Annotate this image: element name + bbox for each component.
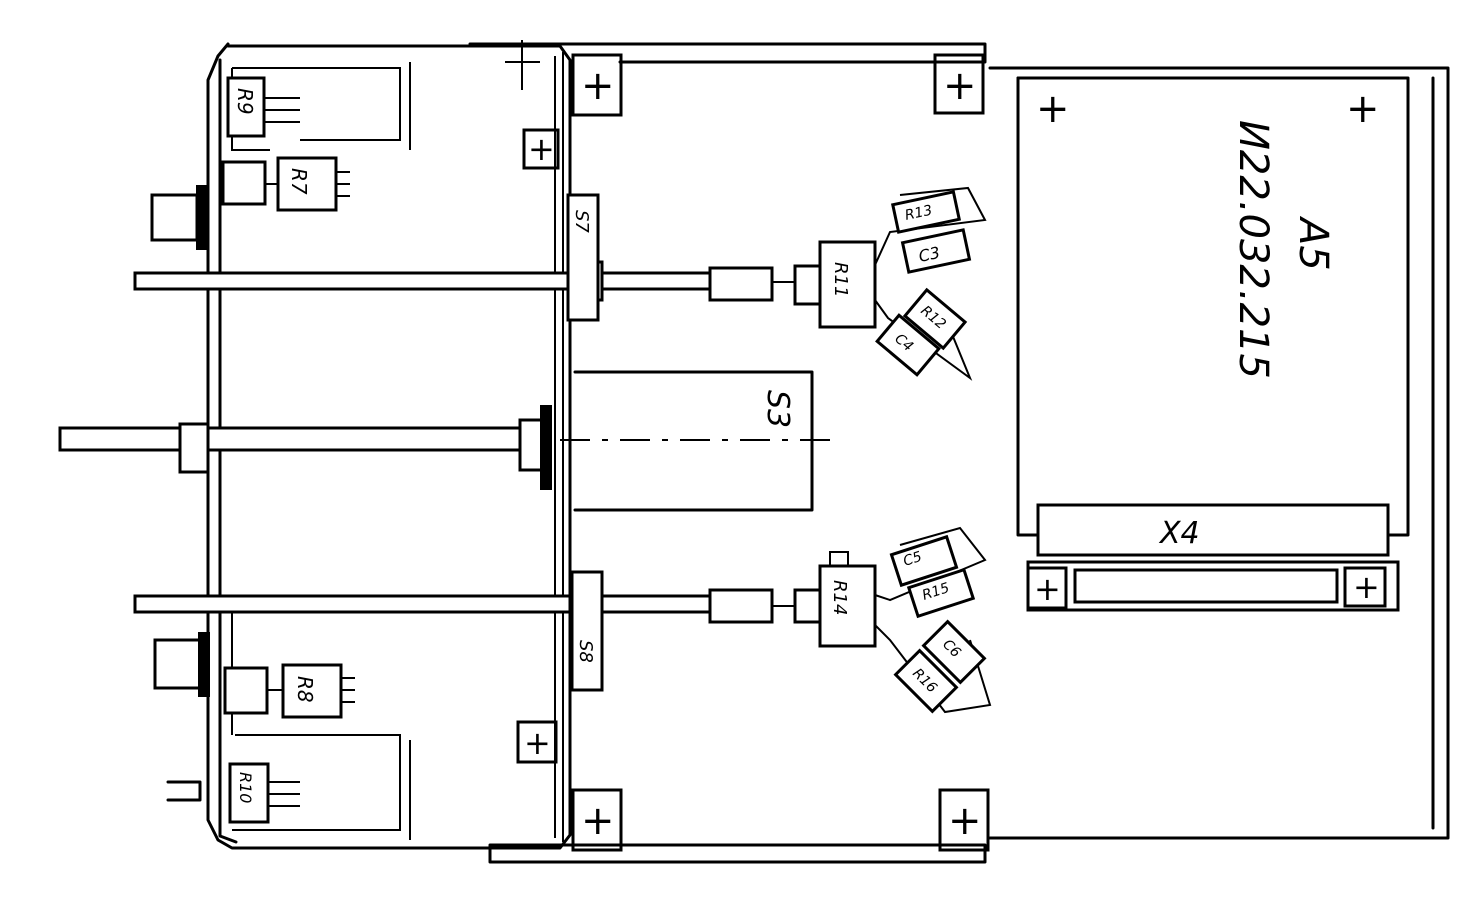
svg-text:+: + (1036, 86, 1070, 132)
lower-shaft (133, 580, 825, 624)
svg-text:+: + (581, 798, 615, 844)
switch-s7-label: S7 (571, 210, 592, 233)
left-knob-top (150, 185, 208, 250)
resistor-r13-label: R13 (904, 203, 934, 224)
mount-mark-8: + (938, 788, 990, 852)
left-small-bracket (166, 780, 202, 802)
connector-x4: X4 (1026, 503, 1400, 612)
capacitor-c5-label: C5 (901, 549, 924, 570)
svg-text:+: + (1034, 570, 1061, 608)
module-a5-designator: A5 (1290, 215, 1336, 271)
resistor-r8: R8 (223, 663, 355, 719)
resistor-r7: R7 (221, 156, 350, 212)
center-shaft (58, 405, 830, 490)
mount-mark-2: + (933, 53, 985, 115)
mount-mark-1: + (571, 53, 623, 117)
capacitor-c4: C4 (875, 313, 941, 377)
resistor-r10-label: R10 (236, 772, 255, 803)
svg-text:+: + (528, 130, 555, 168)
resistor-r15: R15 (906, 567, 976, 619)
capacitor-c3: C3 (900, 228, 972, 274)
switch-s8: S8 (570, 570, 604, 692)
resistor-r11: R11 (818, 186, 987, 381)
mount-mark-4: + (1036, 86, 1070, 132)
resistor-r11-label: R11 (830, 262, 851, 297)
module-a5: A5 И22.032.215 (1016, 76, 1410, 537)
svg-text:+: + (1346, 86, 1380, 132)
top-crosshair (505, 40, 540, 90)
mount-mark-9: + (1026, 566, 1068, 610)
resistor-r9-label: R9 (233, 88, 257, 115)
svg-text:+: + (948, 798, 982, 844)
switch-s8-label: S8 (575, 640, 596, 663)
resistor-r7-label: R7 (287, 168, 311, 195)
switch-s3: S3 (573, 370, 814, 512)
svg-text:+: + (1353, 568, 1380, 606)
resistor-r12: R12 (902, 287, 968, 351)
housing-frame (206, 42, 1450, 864)
resistor-r9: R9 (226, 76, 300, 138)
capacitor-c5: C5 (889, 534, 959, 588)
svg-text:+: + (581, 63, 615, 109)
connector-x4-label: X4 (1158, 516, 1200, 551)
mount-mark-7: + (571, 788, 623, 852)
svg-text:+: + (524, 724, 551, 762)
mount-mark-3: + (522, 128, 560, 170)
module-part-number: И22.032.215 (1230, 120, 1276, 379)
resistor-r16: R16 (893, 648, 959, 714)
left-knob-bottom (153, 632, 210, 697)
mount-mark-6: + (516, 720, 558, 764)
svg-text:+: + (943, 63, 977, 109)
capacitor-c3-label: C3 (917, 243, 942, 266)
resistor-r10: R10 (228, 762, 300, 824)
resistor-r14: R14 (818, 526, 992, 714)
mount-mark-5: + (1346, 86, 1380, 132)
capacitor-c6: C6 (921, 619, 987, 685)
switch-s7: S7 (566, 193, 600, 322)
mount-mark-10: + (1343, 566, 1387, 608)
resistor-r13: R13 (890, 190, 962, 234)
resistor-r14-label: R14 (829, 580, 850, 615)
switch-s3-label: S3 (760, 390, 795, 428)
upper-shaft (133, 260, 825, 306)
resistor-r8-label: R8 (293, 676, 317, 703)
